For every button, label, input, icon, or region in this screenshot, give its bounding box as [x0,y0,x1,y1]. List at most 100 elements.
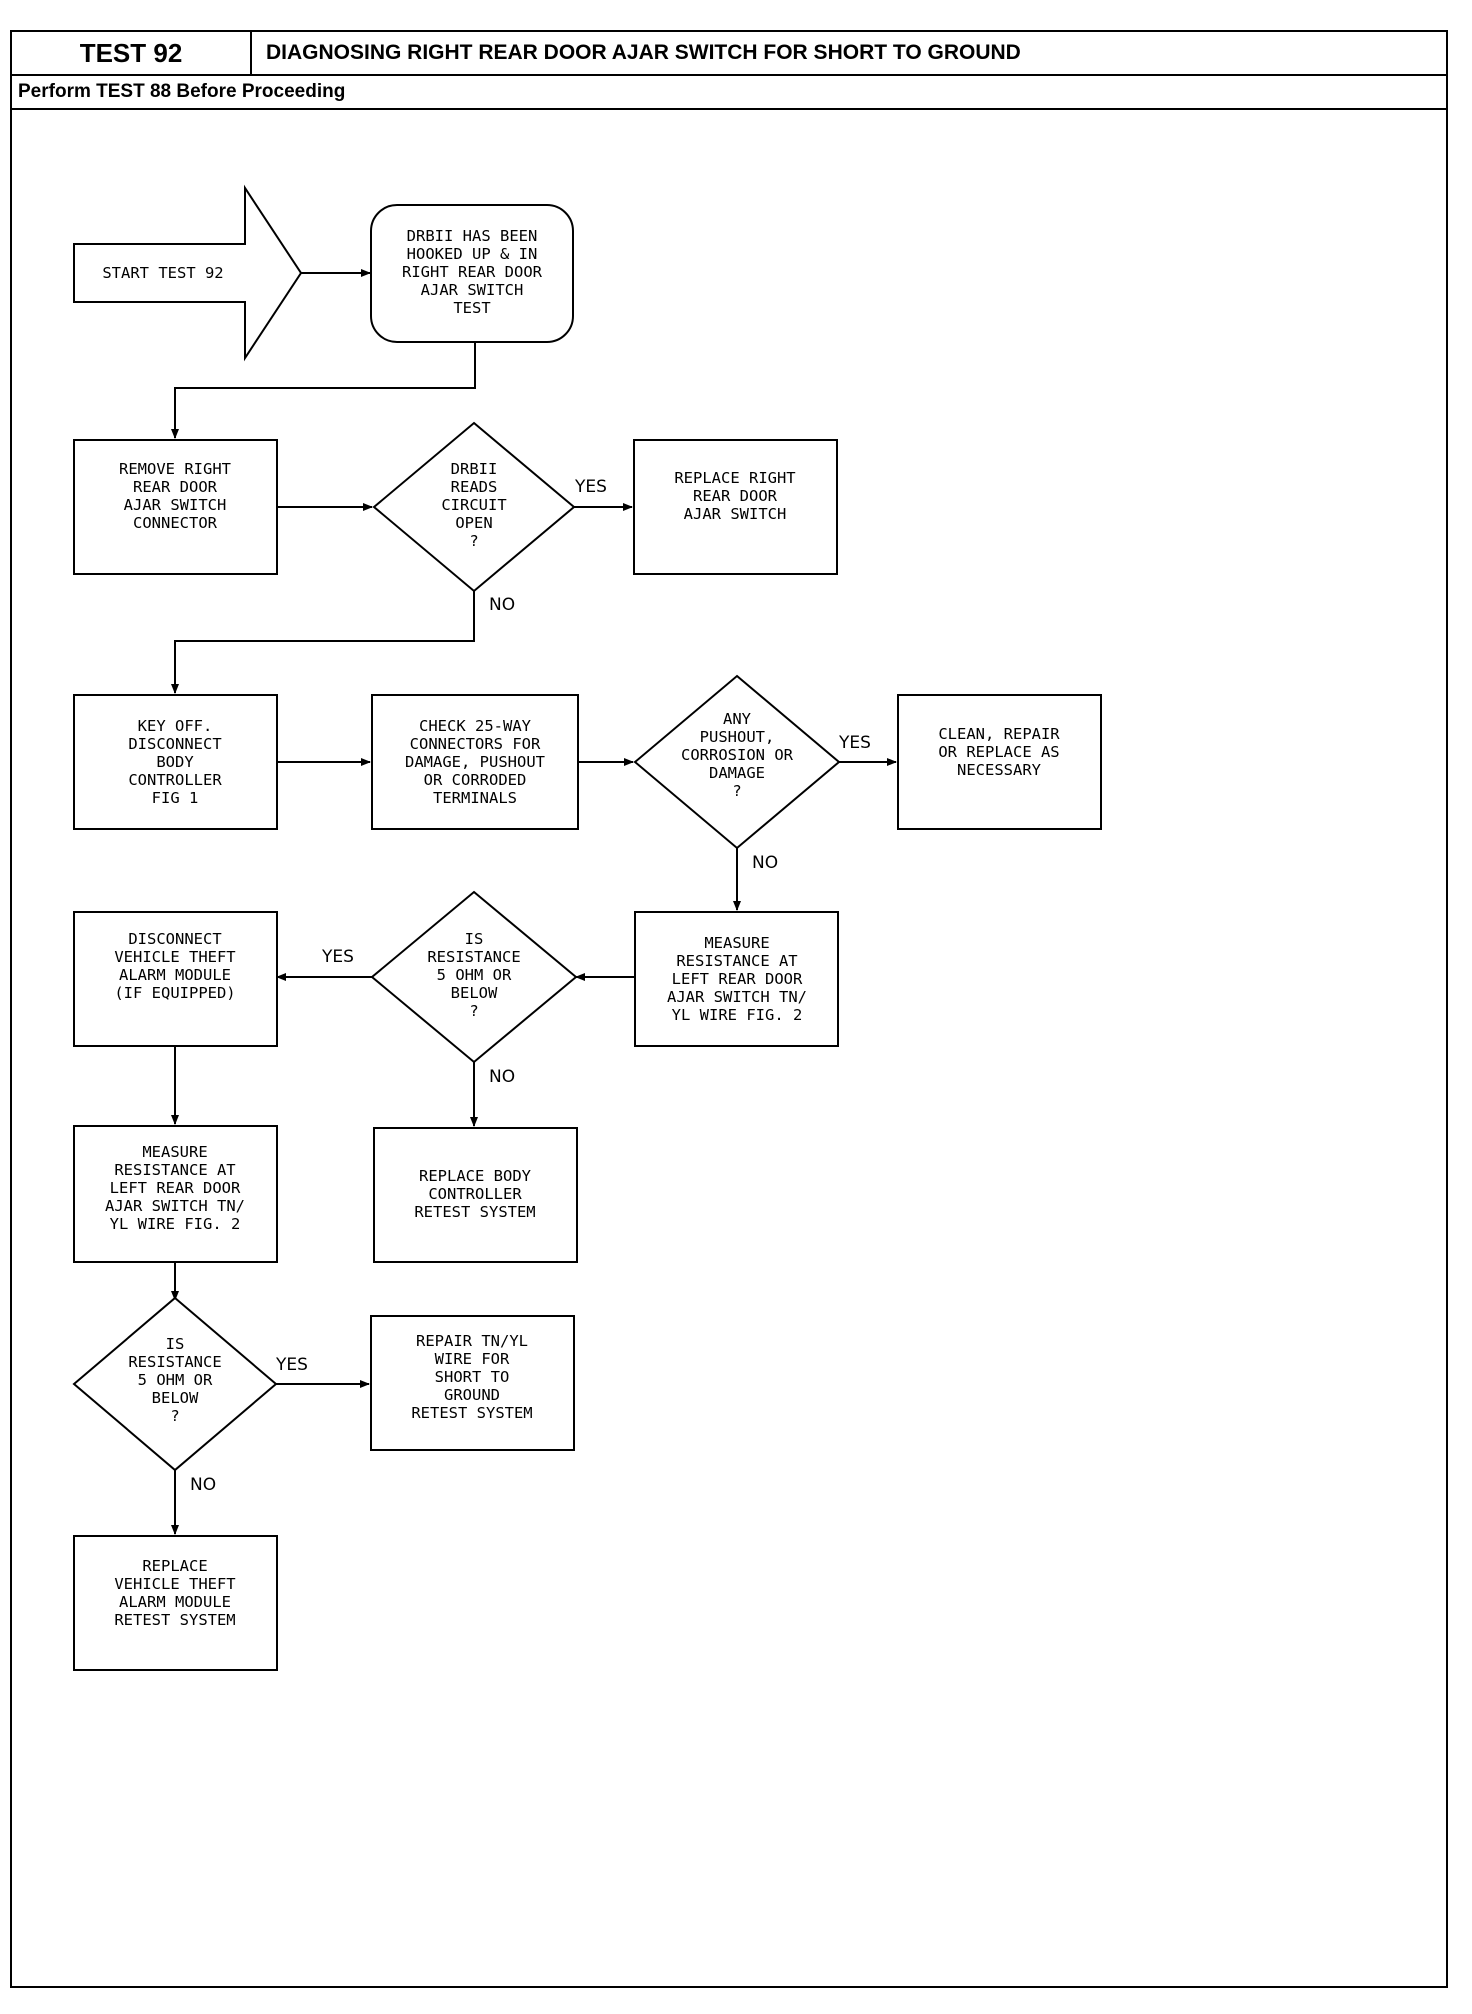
start-arrow-shape [73,184,303,362]
node-label-line: WIRE FOR [435,1350,510,1368]
replace-body-shape [373,1127,578,1263]
node-label-line: DAMAGE, PUSHOUT [405,753,545,771]
node-label-line: RIGHT REAR DOOR [402,263,543,281]
node-label-line: REPLACE RIGHT [674,469,795,487]
edge-labels: YES NO YES NO YES NO YES NO [190,477,871,1495]
edge-hooked-to-remove [171,342,476,439]
node-label-line: OR REPLACE AS [938,743,1059,761]
node-label-line: KEY OFF. [138,717,213,735]
start-label: START TEST 92 [102,264,223,282]
label-no: NO [752,853,778,873]
any-damage-shape [633,674,841,850]
node-label-line: RESISTANCE [427,948,520,966]
node-label-line: DAMAGE [709,764,765,782]
node-label-line: TEST [453,299,490,317]
clean-repair-shape [897,694,1102,830]
node-label-line: BELOW [152,1389,199,1407]
node-label-line: CIRCUIT [441,496,506,514]
reads-open-shape [372,421,576,593]
measure-1-shape [634,911,839,1047]
node-label-line: RETEST SYSTEM [114,1611,235,1629]
node-label-line: VEHICLE THEFT [114,948,235,966]
node-label-line: AJAR SWITCH [684,505,787,523]
node-label-line: DISCONNECT [128,735,221,753]
node-label-line: REAR DOOR [133,478,218,496]
node-label-line: ALARM MODULE [119,1593,231,1611]
test-number: TEST 92 [12,32,252,74]
node-label-line: RESISTANCE AT [114,1161,235,1179]
node-label-line: ANY [723,710,752,728]
start-node: START TEST 92 [73,184,303,362]
node-label-line: CONTROLLER [428,1185,522,1203]
node-label-line: RESISTANCE AT [676,952,797,970]
node-label-line: ALARM MODULE [119,966,231,984]
node-label-line: READS [451,478,498,496]
node-label-line: BODY [156,753,194,771]
node-label-line: CONNECTOR [133,514,218,532]
label-yes: YES [574,477,607,497]
node-label-line: CONNECTORS FOR [410,735,541,753]
node-label-line: SHORT TO [435,1368,510,1386]
node-label-line: IS [465,930,484,948]
check-25way-shape [371,694,579,830]
node-label-line: YL WIRE FIG. 2 [110,1215,241,1233]
test-title: DIAGNOSING RIGHT REAR DOOR AJAR SWITCH F… [266,41,1021,64]
prerequisite-note: Perform TEST 88 Before Proceeding [12,76,1446,110]
node-label-line: AJAR SWITCH [124,496,227,514]
replace-vta-shape [73,1535,278,1671]
node-label-line: RESISTANCE [128,1353,221,1371]
label-no: NO [190,1475,216,1495]
node-label-line: LEFT REAR DOOR [110,1179,241,1197]
node-label-line: ? [732,782,741,800]
label-no: NO [489,595,515,615]
node-label-line: DISCONNECT [128,930,221,948]
node-label-line: 5 OHM OR [138,1371,213,1389]
node-label-line: GROUND [444,1386,500,1404]
header-row: TEST 92 DIAGNOSING RIGHT REAR DOOR AJAR … [12,32,1446,76]
node-label-line: MEASURE [142,1143,207,1161]
node-label-line: START TEST 92 [102,264,223,282]
test-sheet: TEST 92 DIAGNOSING RIGHT REAR DOOR AJAR … [10,30,1448,1988]
node-label-line: IS [166,1335,185,1353]
key-off-shape [73,694,278,830]
repair-wire-shape [370,1315,575,1451]
node-label-line: LEFT REAR DOOR [672,970,803,988]
connectors [171,269,897,1535]
node-label-line: RETEST SYSTEM [411,1404,532,1422]
node-label-line: NECESSARY [957,761,1042,779]
node-label-line: CORROSION OR [681,746,794,764]
resist-2-shape [72,1296,278,1472]
node-label-line: OPEN [455,514,492,532]
node-label-line: REPLACE BODY [419,1167,532,1185]
node-label-line: TERMINALS [433,789,517,807]
disconnect-vta-shape [73,911,278,1047]
node-label-line: RETEST SYSTEM [414,1203,535,1221]
node-label-line: DRBII HAS BEEN [407,227,538,245]
node-label-line: MEASURE [704,934,769,952]
